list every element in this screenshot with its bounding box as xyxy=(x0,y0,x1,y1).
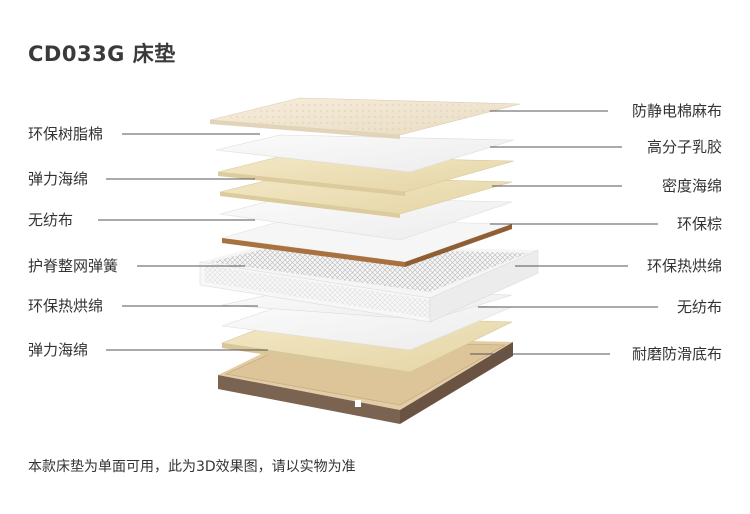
label-tag-icon xyxy=(355,400,361,407)
label-density-sponge: 密度海绵 xyxy=(662,176,722,196)
layer-top-fabric xyxy=(210,98,520,139)
label-antistatic-linen: 防静电棉麻布 xyxy=(632,101,722,121)
label-thermal-cotton-left: 环保热烘绵 xyxy=(28,296,103,316)
label-nonwoven-bottom: 无纺布 xyxy=(677,297,722,317)
label-spine-spring: 护脊整网弹簧 xyxy=(28,256,118,276)
footnote: 本款床垫为单面可用，此为3D效果图，请以实物为准 xyxy=(28,456,356,476)
label-eco-coir: 环保棕 xyxy=(677,214,722,234)
label-thermal-cotton-right: 环保热烘绵 xyxy=(647,256,722,276)
label-nonwoven-top: 无纺布 xyxy=(28,210,73,230)
label-elastic-sponge-top: 弹力海绵 xyxy=(28,169,88,189)
label-eco-resin-cotton: 环保树脂棉 xyxy=(28,124,103,144)
label-elastic-sponge-bottom: 弹力海绵 xyxy=(28,340,88,360)
label-polymer-latex: 高分子乳胶 xyxy=(647,137,722,157)
label-antislip-base-fabric: 耐磨防滑底布 xyxy=(632,344,722,364)
